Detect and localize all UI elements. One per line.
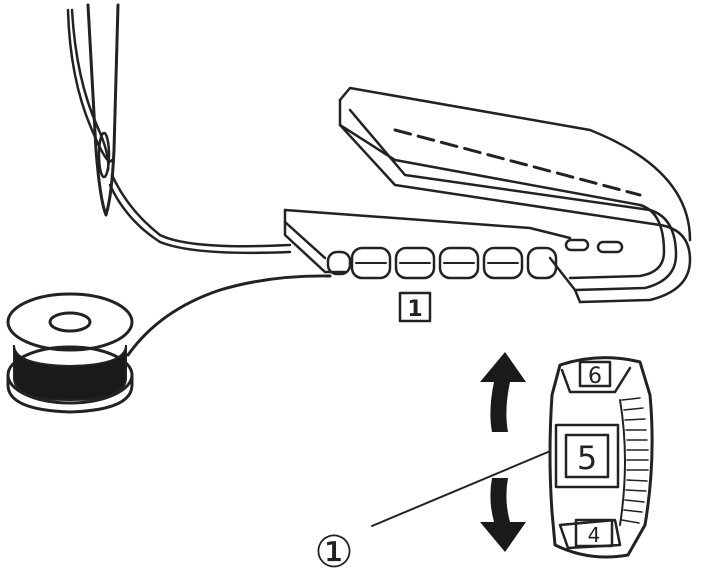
fabric-layers [283,86,692,304]
dial-number-bottom: 4 [588,523,601,547]
bobbin-thread [126,274,332,357]
bobbin [6,292,134,414]
dial-number-center: 5 [577,439,597,477]
callout-label: ① [314,527,353,578]
seam-label-text: 1 [407,297,422,322]
seam-label-box: 1 [398,291,432,323]
curved-arrow-up-icon [480,352,526,432]
tension-dial: 6 5 4 [548,356,654,559]
needle [86,3,120,217]
callout-leader-line [371,451,549,527]
curved-arrow-down-icon [480,478,526,552]
dial-number-top: 6 [588,364,602,389]
upper-thread [66,8,292,255]
seam-stitches [326,238,624,280]
dial-ticks [621,397,649,524]
